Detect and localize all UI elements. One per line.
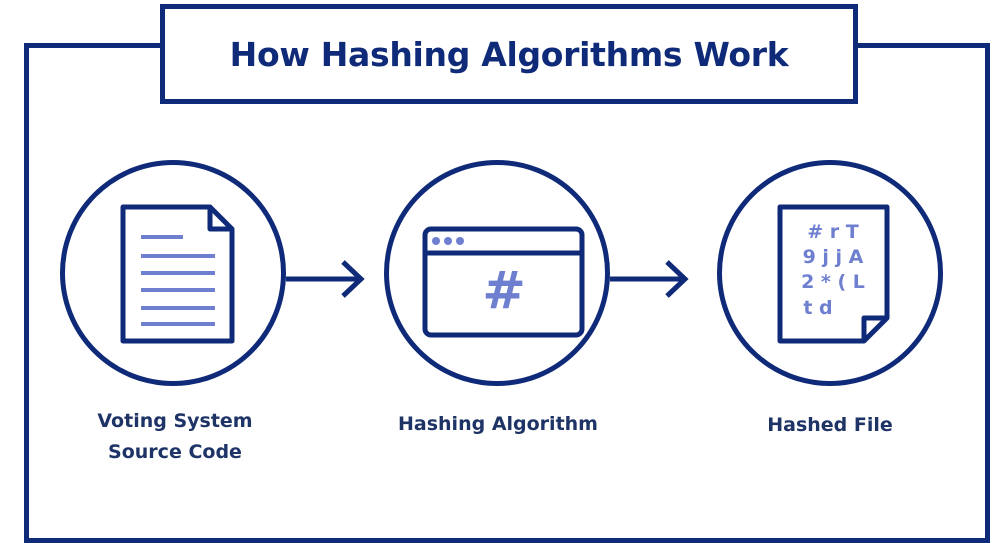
hash-glyph-line: # r T (807, 221, 859, 243)
step-label-line: Source Code (108, 441, 242, 463)
browser-hash-icon: # (422, 226, 585, 338)
arrow-right-icon (610, 260, 689, 298)
step-label-line: Hashed File (767, 414, 893, 436)
step-label-source-code: Voting System Source Code (40, 406, 310, 468)
step-label-line: Hashing Algorithm (398, 413, 598, 435)
document-icon (120, 204, 235, 344)
step-circle-source-code (60, 160, 286, 386)
hash-glyph-line: 2 * ( L (801, 271, 865, 293)
hash-glyph-line: 9 j j A (803, 246, 864, 268)
step-label-hashed-file: Hashed File (700, 410, 960, 441)
hash-glyph-line: t d (803, 297, 832, 319)
step-circle-hashed-file: # r T 9 j j A 2 * ( L t d (717, 160, 943, 386)
step-label-hashing-algorithm: Hashing Algorithm (358, 409, 638, 440)
diagram-title: How Hashing Algorithms Work (229, 34, 789, 74)
step-label-line: Voting System (97, 410, 253, 432)
hash-symbol: # (482, 261, 526, 321)
step-circle-hashing-algorithm: # (384, 160, 610, 386)
title-box: How Hashing Algorithms Work (160, 4, 858, 104)
hashed-document-icon: # r T 9 j j A 2 * ( L t d (777, 204, 890, 344)
arrow-right-icon (286, 260, 365, 298)
